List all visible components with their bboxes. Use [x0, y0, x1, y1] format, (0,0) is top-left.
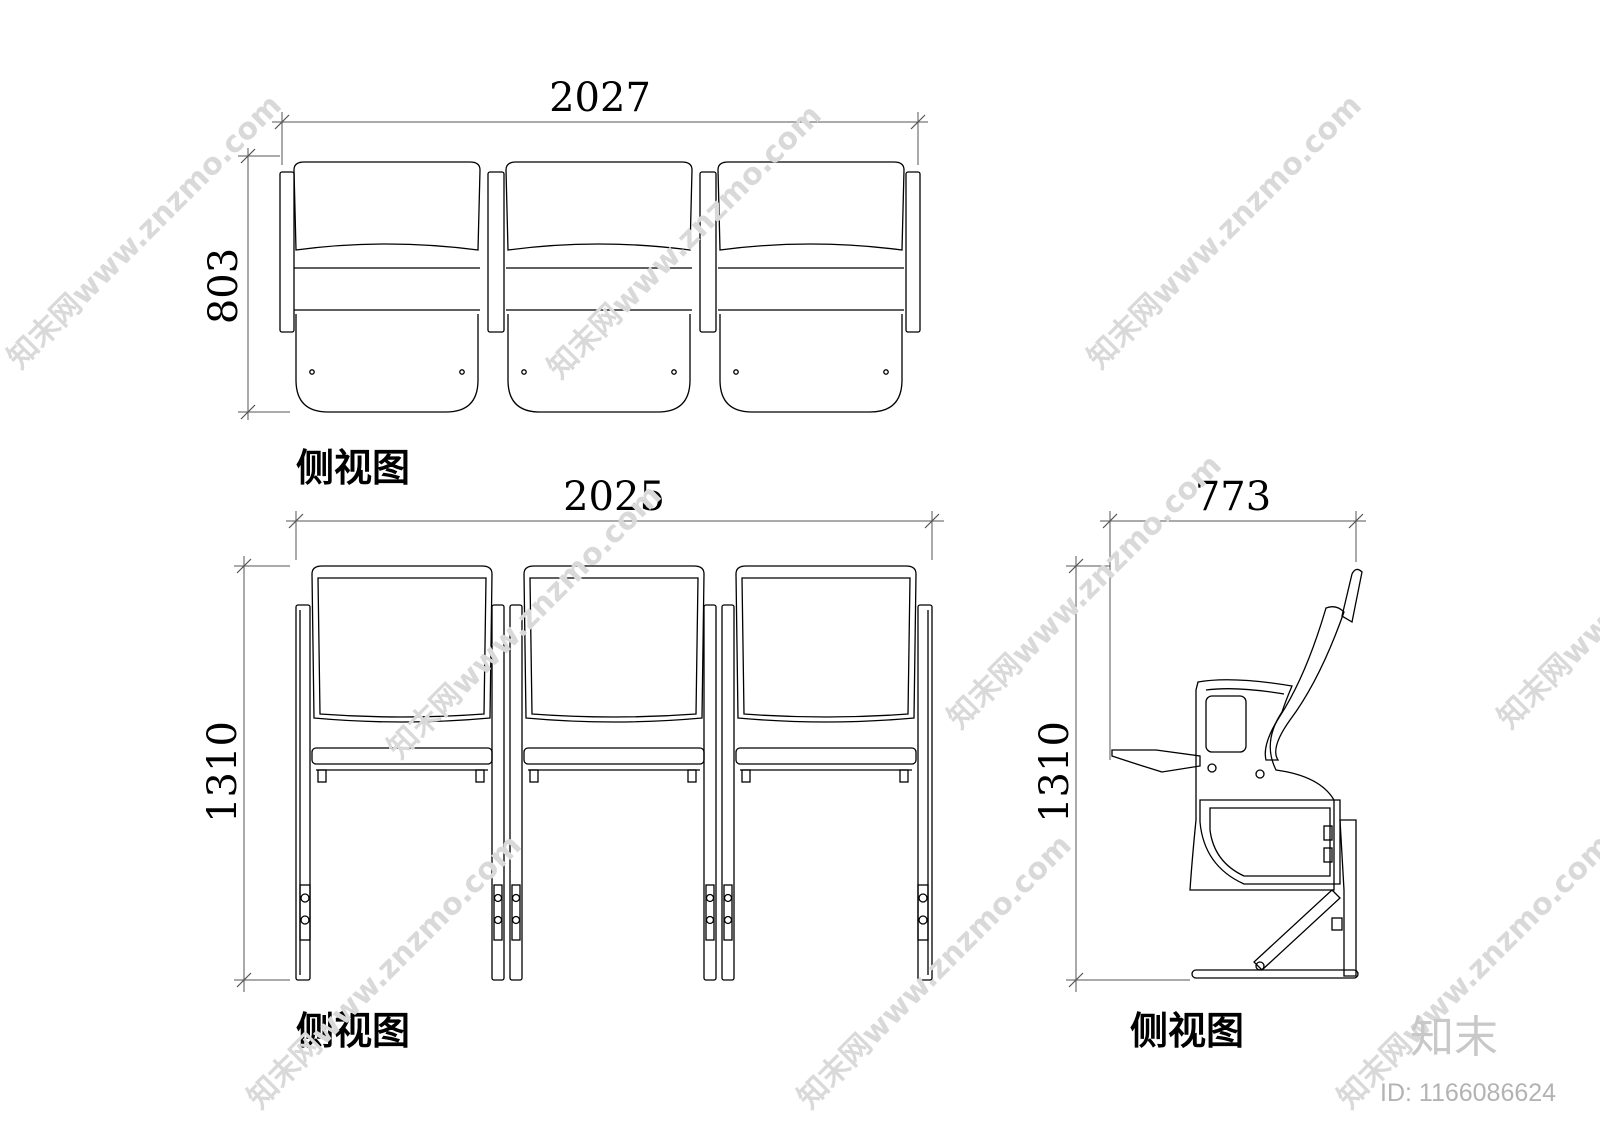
- seat-cushion: [507, 314, 691, 413]
- arm-window: [1205, 695, 1247, 753]
- support-post: [1339, 819, 1357, 977]
- seat-backrest: [717, 161, 905, 251]
- side-height-label: 1310: [1032, 721, 1078, 823]
- seat-pan: [735, 747, 917, 765]
- image-id: ID: 1166086624: [1380, 1079, 1556, 1107]
- side-view: 773 1310 侧视图: [1032, 474, 1366, 1053]
- front-width-dimension: 2025: [286, 474, 944, 560]
- front-upright-right: [917, 604, 933, 981]
- top-seat-1: [293, 161, 481, 413]
- diagonal-brace: [1253, 889, 1341, 971]
- armrest-3: [699, 171, 717, 333]
- front-upright-mid-2: [703, 604, 735, 981]
- writing-tablet: [1111, 749, 1201, 773]
- seat-backrest: [311, 565, 493, 723]
- watermark-text: 知末网www.znzmo.com: [541, 98, 829, 386]
- seat-backrest: [523, 565, 705, 723]
- side-frame: [1189, 679, 1335, 891]
- front-width-label: 2025: [563, 474, 665, 520]
- top-seat-3: [717, 161, 905, 413]
- side-view-caption: 侧视图: [1130, 1008, 1244, 1053]
- watermark-text: 知末网www.znzmo.com: [1331, 828, 1600, 1116]
- side-width-dimension: 773: [1100, 474, 1366, 760]
- backrest-profile: [1264, 606, 1345, 761]
- watermark-layer: 知末网www.znzmo.com 知末网www.znzmo.com 知末网www…: [1, 88, 1600, 1116]
- armrest-2: [487, 171, 505, 333]
- front-upright-left: [295, 604, 311, 981]
- top-height-dimension: 803: [201, 148, 290, 420]
- front-seat-1: [311, 565, 493, 783]
- watermark-text: 知末网www.znzmo.com: [1081, 88, 1369, 376]
- top-view-caption: 侧视图: [296, 445, 410, 490]
- front-view: 2025 1310: [200, 474, 944, 1053]
- side-width-label: 773: [1195, 474, 1271, 520]
- top-height-label: 803: [201, 248, 247, 324]
- front-upright-mid-1: [491, 604, 523, 981]
- backrest-tip: [1341, 568, 1363, 624]
- seat-backrest: [505, 161, 693, 251]
- seat-cushion: [719, 314, 903, 413]
- front-seat-2: [523, 565, 705, 783]
- brand-logo: 知末: [1410, 1012, 1498, 1063]
- seat-pan: [523, 747, 705, 765]
- seat-cushion: [295, 314, 479, 413]
- top-seat-2: [505, 161, 693, 413]
- lower-frame: [1209, 807, 1331, 877]
- seat-backrest: [735, 565, 917, 723]
- base-runner: [1191, 969, 1359, 979]
- front-seat-3: [735, 565, 917, 783]
- top-width-dimension: 2027: [272, 75, 928, 165]
- top-view: 2027 803: [201, 75, 928, 490]
- seat-pan: [311, 747, 493, 765]
- front-height-label: 1310: [200, 721, 246, 823]
- top-width-label: 2027: [549, 75, 651, 121]
- watermark-text: 知末网www.znzmo.com: [1, 88, 289, 376]
- armrest-4: [905, 171, 921, 333]
- armrest-1: [279, 171, 295, 333]
- watermark-text: 知末网www.znzmo.com: [791, 828, 1079, 1116]
- side-height-dimension: 1310: [1032, 556, 1190, 992]
- front-view-caption: 侧视图: [296, 1008, 410, 1053]
- watermark-text: 知末网www.znzmo.com: [1491, 448, 1600, 736]
- front-height-dimension: 1310: [200, 556, 290, 992]
- watermark-text: 知末网www.znzmo.com: [941, 448, 1229, 736]
- watermark-text: 知末网www.znzmo.com: [241, 828, 529, 1116]
- seat-backrest: [293, 161, 481, 251]
